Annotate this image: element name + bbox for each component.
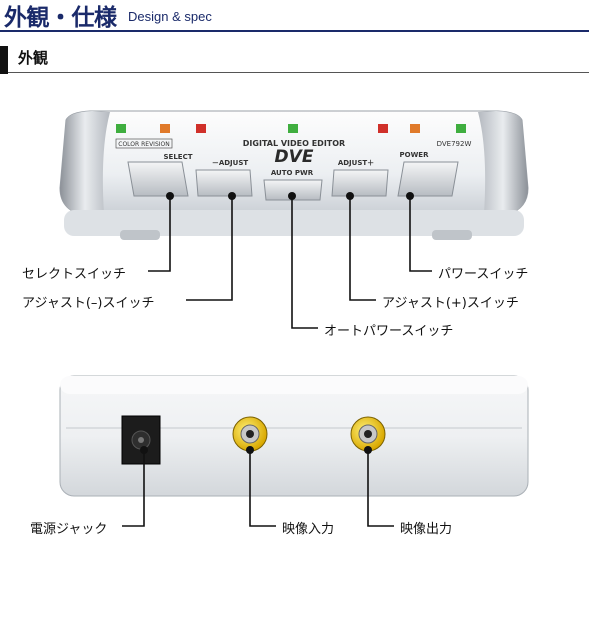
back-callout-lines [122,450,394,527]
power-switch-label: パワースイッチ [438,267,529,282]
adjust-minus-switch-label: アジャスト(–)スイッチ [22,296,155,311]
led-2 [160,124,170,133]
auto-power-switch-label: オートパワースイッチ [324,324,454,339]
adjust-plus-button[interactable] [331,169,389,197]
device-front: DIGITAL VIDEO EDITOR DVE DVE792W COLOR R… [59,110,529,240]
front-callout-lines [148,196,432,329]
page-title: 外観・仕様 [4,5,117,31]
back-callout-dots [140,446,372,454]
page-header: 外観・仕様 Design & spec [0,0,589,32]
select-switch-label: セレクトスイッチ [22,267,127,282]
device-select-label: SELECT [164,153,193,161]
section-marker [0,46,8,74]
device-back [59,375,529,497]
section-header: 外観 [0,46,589,74]
device-logo: DVE [275,147,314,167]
device-adjust-minus-label: －ADJUST [212,159,249,167]
device-brand-top: DIGITAL VIDEO EDITOR [243,139,345,148]
section-title: 外観 [18,49,49,67]
led-6 [410,124,420,133]
adjust-plus-switch-label: アジャスト(+)スイッチ [382,296,519,311]
led-7 [456,124,466,133]
auto-power-button[interactable] [263,179,323,201]
video-in-label: 映像入力 [282,522,335,537]
led-5 [378,124,388,133]
led-4 [288,124,298,133]
page-subtitle: Design & spec [128,9,212,24]
led-1 [116,124,126,133]
select-button[interactable] [127,161,189,197]
device-model: DVE792W [437,140,472,148]
device-auto-pwr-label: AUTO PWR [271,169,314,177]
device-power-label: POWER [400,151,430,159]
power-jack-label: 電源ジャック [30,522,108,537]
front-callout-dots [166,192,414,200]
device-color-revision: COLOR REVISION [118,141,169,148]
power-button[interactable] [397,161,459,197]
adjust-minus-button[interactable] [195,169,253,197]
led-3 [196,124,206,133]
video-out-label: 映像出力 [400,522,453,537]
device-adjust-plus-label: ADJUST＋ [338,159,374,167]
